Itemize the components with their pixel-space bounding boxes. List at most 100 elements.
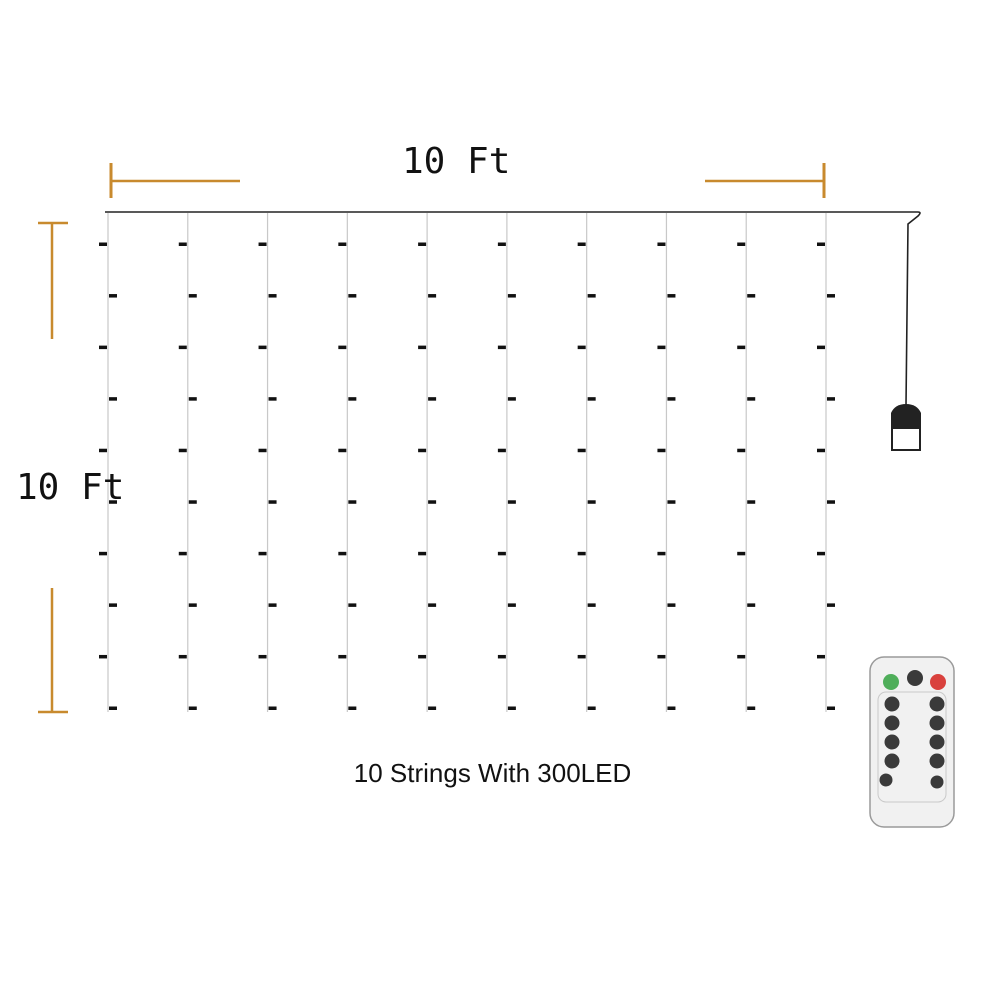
led-bulb [817,345,825,350]
led-bulb [428,294,437,298]
led-bulb [188,706,197,710]
led-bulb [338,654,347,659]
led-bulb [737,242,746,246]
led-bulb [577,551,586,556]
height-dimension [38,221,68,714]
led-bulb [657,448,666,453]
led-bulb [587,500,596,504]
led-bulb [178,242,187,246]
led-bulb [188,603,197,607]
led-bulb [348,294,357,298]
led-bulb [657,242,666,246]
led-bulb [657,654,666,659]
led-bulb [268,294,277,298]
led-bulb [428,500,437,504]
remote-off-button[interactable] [930,674,946,690]
led-bulb [577,448,586,453]
led-bulb [747,603,756,607]
remote-timer-button[interactable] [879,773,893,787]
led-bulb [657,345,666,350]
led-bulb [348,500,357,504]
led-bulb [348,397,357,401]
width-dimension [109,163,826,198]
led-bulb [827,603,835,607]
led-bulb [667,603,676,607]
led-bulb [497,242,506,246]
led-bulb [587,706,596,710]
led-bulb [817,448,825,453]
led-bulb [507,294,516,298]
usb-plug [891,404,921,451]
led-bulb [587,603,596,607]
led-bulb [667,294,676,298]
remote-number-button[interactable] [884,696,900,712]
led-bulb [109,603,117,607]
led-bulb [428,706,437,710]
remote-on-button[interactable] [883,674,899,690]
remote-number-button[interactable] [884,715,900,731]
led-bulb [747,294,756,298]
led-bulb [577,242,586,246]
led-bulb [178,448,187,453]
led-bulb [577,654,586,659]
remote-number-button[interactable] [929,753,945,769]
remote-number-button[interactable] [929,696,945,712]
led-bulb [497,448,506,453]
usb-plug-body [891,404,921,428]
led-bulb [418,345,427,350]
led-bulb [258,551,267,556]
led-bulb [587,294,596,298]
led-bulb [737,551,746,556]
led-bulb [338,345,347,350]
led-bulb [178,654,187,659]
width-dimension-label: 10 Ft [402,141,511,182]
led-bulb [577,345,586,350]
led-bulb [747,706,756,710]
led-bulb [188,397,197,401]
led-bulb [178,551,187,556]
led-bulb [99,242,107,246]
led-bulb [338,551,347,556]
led-bulb [747,397,756,401]
remote-number-button[interactable] [884,753,900,769]
led-bulb [737,654,746,659]
led-bulb [667,500,676,504]
led-bulb [268,706,277,710]
led-bulb [817,654,825,659]
led-bulb [817,242,825,246]
remote-control [869,656,955,828]
led-bulb [817,551,825,556]
led-bulb [418,448,427,453]
led-bulb [497,551,506,556]
led-bulb [99,551,107,556]
led-bulb [497,654,506,659]
usb-plug-connector [891,427,921,451]
led-bulb [188,500,197,504]
top-wire [105,211,921,406]
remote-inner-panel [877,691,947,803]
led-bulb [827,397,835,401]
led-bulb [258,654,267,659]
led-bulb [497,345,506,350]
led-bulb [827,706,835,710]
led-bulb [99,654,107,659]
remote-number-button[interactable] [929,715,945,731]
led-bulb [348,603,357,607]
remote-timer-button[interactable] [930,775,944,789]
led-bulb [747,500,756,504]
led-bulb [268,603,277,607]
led-bulb [109,500,117,504]
product-caption: 10 Strings With 300LED [353,758,632,788]
led-bulb [268,397,277,401]
remote-number-button[interactable] [884,734,900,750]
led-bulb [737,448,746,453]
remote-number-button[interactable] [929,734,945,750]
led-bulb [338,242,347,246]
led-bulb [109,706,117,710]
led-bulb [507,603,516,607]
led-bulb [827,500,835,504]
remote-mode-button[interactable] [907,670,923,686]
led-bulb [667,706,676,710]
